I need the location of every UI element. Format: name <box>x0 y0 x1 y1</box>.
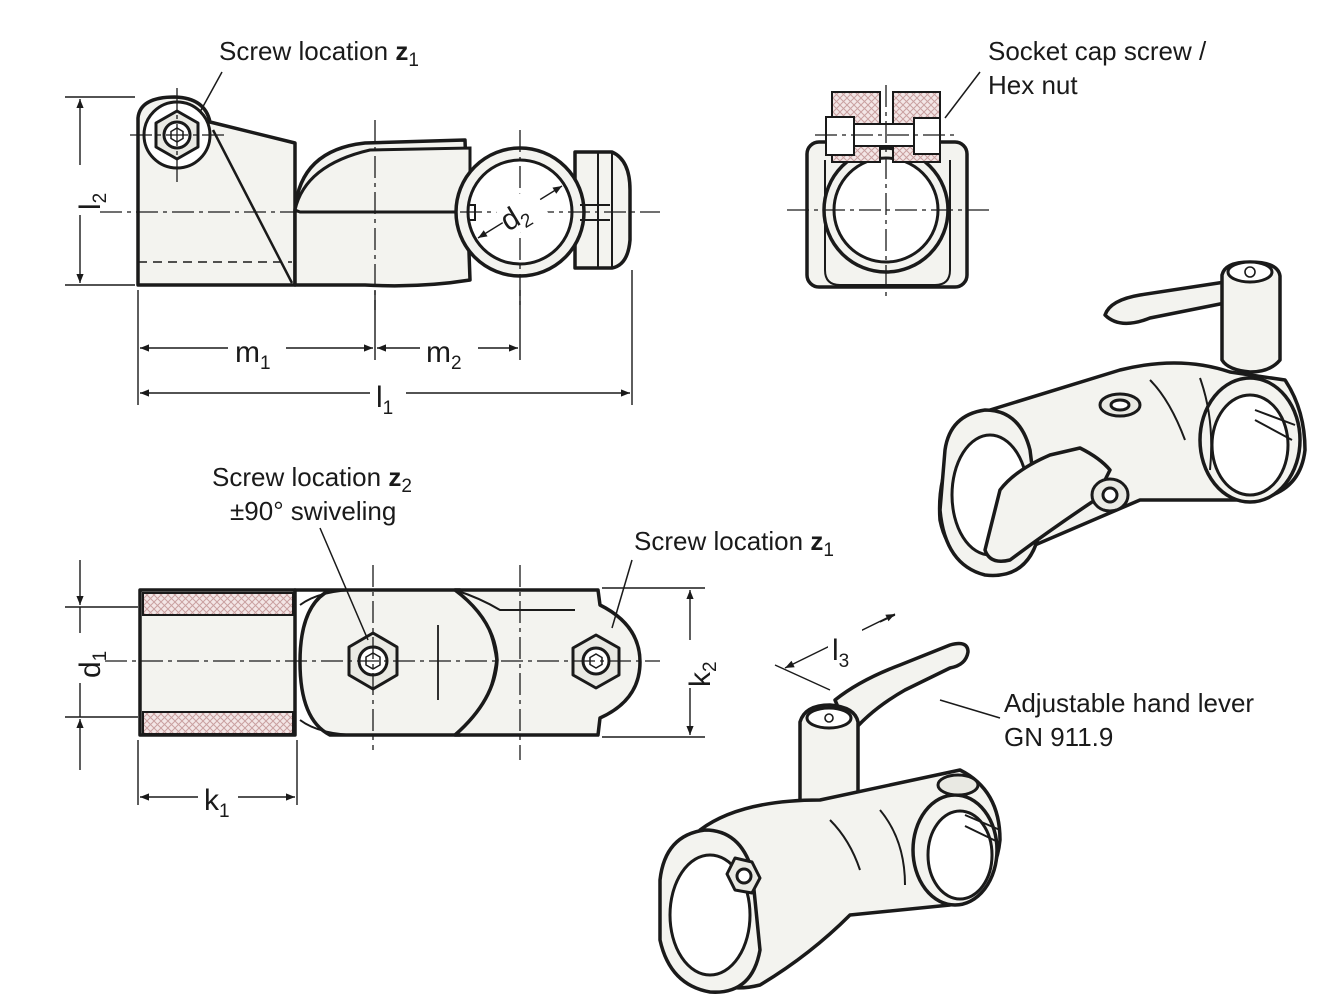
dimension-k2: k2 <box>602 587 721 738</box>
callout-hex-nut: Hex nut <box>988 70 1078 100</box>
isometric-view-upper <box>937 260 1307 578</box>
dimension-m1: m1 <box>137 270 633 405</box>
svg-text:k1: k1 <box>204 784 230 822</box>
dimension-k1: k1 <box>137 740 298 822</box>
svg-text:l2: l2 <box>74 193 111 210</box>
callout-socket-cap-screw: Socket cap screw / <box>988 36 1207 66</box>
dimension-l1: l1 <box>140 375 630 419</box>
svg-text:l1: l1 <box>376 381 393 419</box>
dimension-l3: l3 <box>774 613 896 691</box>
callout-top-screw-z1: Screw location z1 <box>219 36 419 71</box>
svg-text:m1: m1 <box>235 336 271 374</box>
callout-hand-lever-model: GN 911.9 <box>1004 722 1113 752</box>
isometric-view-lower <box>658 641 1002 994</box>
end-view <box>787 85 990 300</box>
svg-text:d1: d1 <box>74 651 111 678</box>
dimension-m2: m2 <box>377 330 518 374</box>
callout-screw-z2: Screw location z2 <box>212 462 412 497</box>
dimension-d2: d2 <box>477 185 563 239</box>
plan-view <box>105 565 660 760</box>
callout-bottom-screw-z1: Screw location z1 <box>634 526 834 561</box>
dimension-l2: l2 <box>65 96 135 286</box>
svg-text:m2: m2 <box>426 336 462 374</box>
callout-hand-lever: Adjustable hand lever <box>1004 688 1254 718</box>
callout-swiveling: ±90° swiveling <box>230 496 396 526</box>
svg-text:k2: k2 <box>684 661 721 687</box>
svg-text:l3: l3 <box>832 634 849 672</box>
side-view <box>100 88 660 310</box>
dimension-d1: d1 <box>65 560 138 770</box>
